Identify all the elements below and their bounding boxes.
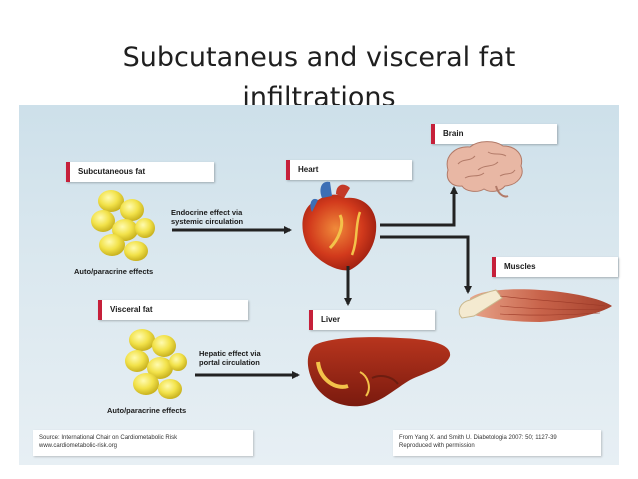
endocrine-line-1: Endocrine effect via — [171, 208, 243, 217]
source-left: Source: International Chair on Cardiomet… — [33, 430, 253, 456]
source-left-line-2: www.cardiometabolic-risk.org — [39, 443, 118, 449]
arrows — [172, 186, 472, 379]
visceral-fat-cells — [125, 329, 187, 399]
hepatic-line-1: Hepatic effect via — [199, 349, 261, 358]
subcutaneous-fat-cells — [91, 190, 155, 261]
hepatic-line-2: portal circulation — [199, 358, 260, 367]
heart-illustration — [302, 181, 377, 271]
label-heart: Heart — [286, 160, 412, 180]
label-brain: Brain — [431, 124, 557, 144]
arrow-heart-to-muscles — [380, 235, 472, 294]
label-liver: Liver — [309, 310, 435, 330]
label-muscles: Muscles — [492, 257, 618, 277]
brain-illustration — [446, 141, 523, 198]
source-right-line-1: From Yang X. and Smith U. Diabetologia 2… — [399, 435, 557, 441]
label-visceral-fat: Visceral fat — [98, 300, 248, 320]
title-line-1: Subcutaneus and visceral fat — [122, 42, 516, 74]
label-subcutaneous-fat: Subcutaneous fat — [66, 162, 214, 182]
auto-paracrine-text-2: Auto/paracrine effects — [107, 406, 187, 415]
liver-illustration — [307, 337, 451, 407]
endocrine-effect-text: Endocrine effect via systemic circulatio… — [171, 208, 243, 226]
hepatic-effect-text: Hepatic effect via portal circulation — [199, 349, 261, 367]
source-right: From Yang X. and Smith U. Diabetologia 2… — [393, 430, 601, 456]
source-right-line-2: Reproduced with permission — [399, 443, 475, 449]
auto-paracrine-text-1: Auto/paracrine effects — [74, 267, 154, 276]
arrow-heart-to-brain — [380, 186, 458, 227]
slide-title: Subcutaneus and visceral fat infiltratio… — [0, 38, 638, 118]
muscle-illustration — [458, 289, 612, 322]
endocrine-line-2: systemic circulation — [171, 217, 244, 226]
source-left-line-1: Source: International Chair on Cardiomet… — [39, 435, 178, 441]
